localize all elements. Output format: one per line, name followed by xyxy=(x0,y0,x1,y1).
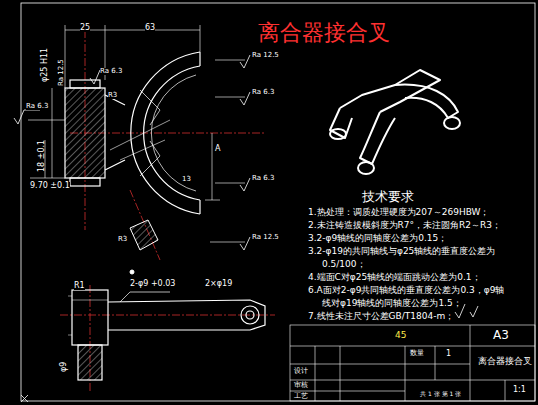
dimension: φ9 xyxy=(60,362,68,372)
sheet-size: A3 xyxy=(493,329,509,341)
table-cell: 工艺 xyxy=(294,393,308,400)
note: 线对φ19轴线的同轴度公差为1.5； xyxy=(322,299,462,308)
dimension: 63 xyxy=(145,24,155,32)
dimension: 2-φ9 +0.03 xyxy=(130,280,175,288)
roughness: Ra 6.3 xyxy=(252,175,274,182)
roughness: Ra 12.5 xyxy=(252,234,279,241)
table-cell: 设计 xyxy=(294,368,308,375)
material: 45 xyxy=(395,331,406,340)
table-cell: 共 1 张 第 1 张 xyxy=(420,391,461,397)
roughness: Ra 6.3 xyxy=(252,89,274,96)
note: 3.2-φ9轴线的同轴度公差为0.15； xyxy=(308,234,447,243)
datum-letter: A xyxy=(215,145,220,153)
drawing-title: 离合器接合叉 xyxy=(258,22,390,44)
dimension: R1 xyxy=(74,282,85,290)
note: 2.未注铸造拔模斜度为R7°，未注圆角R2～R3； xyxy=(308,221,501,230)
note: 1.热处理：调质处理硬度为207～269HBW； xyxy=(308,208,489,217)
dimension: R3 xyxy=(118,236,127,243)
note: 0.5/100； xyxy=(322,260,366,269)
note: 4.端面C对φ25轴线的端面跳动公差为0.1； xyxy=(308,273,481,282)
table-cell: 审核 xyxy=(294,382,308,389)
roughness: Ra 6.3 xyxy=(26,103,48,110)
roughness: Ra 12.5 xyxy=(252,52,279,59)
note: 7.线性未注尺寸公差GB/T1804-m； xyxy=(308,312,454,321)
part-name: 离合器接合叉 xyxy=(478,357,532,366)
table-cell: 数量 xyxy=(410,350,424,357)
dimension: R3 xyxy=(108,92,117,99)
dimension: 13 xyxy=(182,176,191,183)
notes-heading: 技术要求 xyxy=(362,190,414,203)
dimension: 18 ±0.1 xyxy=(38,140,46,172)
table-cell: 1 xyxy=(446,350,451,358)
note: 6.A面对2-φ9共同轴线的垂直度公差为0.3，φ9轴 xyxy=(308,286,504,295)
dimension: 9.70 ±0.1 xyxy=(30,182,70,190)
scale: 1:1 xyxy=(513,386,526,394)
note: 3.2-φ19的共同轴线与φ25轴线的垂直度公差为 xyxy=(308,247,495,256)
dimension: 25 xyxy=(80,24,90,32)
dimension: φ25 H11 xyxy=(41,48,49,82)
roughness: Ra 6.3 xyxy=(100,68,122,75)
dimension: 2×φ19 xyxy=(205,280,232,288)
roughness: Ra 12.5 xyxy=(58,59,65,86)
